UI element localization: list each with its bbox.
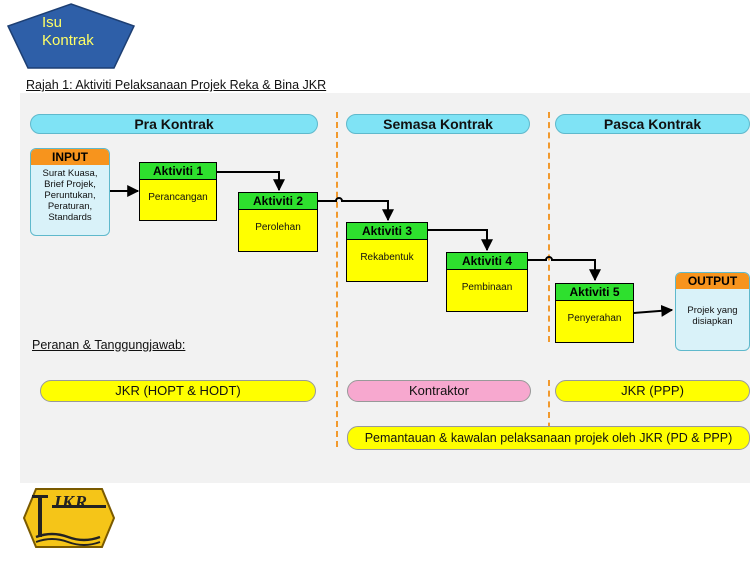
monitoring-bar: Pemantauan & kawalan pelaksanaan projek …: [347, 426, 750, 450]
activity-1-label: Perancangan: [148, 192, 208, 203]
arrow-a1-to-a2: [217, 171, 285, 192]
role-kontraktor: Kontraktor: [347, 380, 531, 402]
input-body: Surat Kuasa, Brief Projek, Peruntukan, P…: [31, 165, 109, 223]
role-jkr-hopt-hodt: JKR (HOPT & HODT): [40, 380, 316, 402]
input-line: Standards: [48, 212, 92, 223]
arrow-a5-to-output: [633, 304, 674, 317]
output-box: OUTPUT Projek yang disiapkan: [675, 272, 750, 351]
input-title: INPUT: [31, 149, 109, 165]
activity-2-box: Aktiviti 2 Perolehan: [238, 192, 318, 252]
activity-3-label: Rekabentuk: [360, 252, 414, 263]
role-jkr-ppp: JKR (PPP): [555, 380, 750, 402]
arrow-a2-to-a3: [318, 197, 394, 222]
activity-5-box: Aktiviti 5 Penyerahan: [555, 283, 634, 343]
input-line: Brief Projek,: [44, 179, 96, 190]
arrow-a3-to-a4: [428, 229, 493, 252]
activity-3-box: Aktiviti 3 Rekabentuk: [346, 222, 428, 282]
activity-4-title: Aktiviti 4: [447, 253, 527, 270]
activity-4-label: Pembinaan: [461, 282, 513, 293]
input-box: INPUT Surat Kuasa, Brief Projek, Peruntu…: [30, 148, 110, 236]
phase-pra-kontrak: Pra Kontrak: [30, 114, 318, 134]
phase-divider: [336, 112, 338, 447]
output-body: Projek yang disiapkan: [676, 289, 749, 327]
output-title: OUTPUT: [676, 273, 749, 289]
output-line: disiapkan: [692, 316, 733, 327]
output-line: Projek yang: [687, 305, 738, 316]
jkr-logo: JKR: [22, 487, 116, 549]
activity-5-title: Aktiviti 5: [556, 284, 633, 301]
input-line: Peruntukan,: [44, 190, 96, 201]
input-line: Surat Kuasa,: [42, 168, 98, 179]
activity-1-title: Aktiviti 1: [140, 163, 216, 180]
phase-divider: [548, 112, 550, 342]
badge-title: Isu Kontrak: [42, 14, 94, 49]
activity-1-box: Aktiviti 1 Perancangan: [139, 162, 217, 221]
phase-semasa-kontrak: Semasa Kontrak: [346, 114, 530, 134]
badge-shape: [6, 3, 136, 69]
activity-2-title: Aktiviti 2: [239, 193, 317, 210]
roles-heading: Peranan & Tanggungjawab:: [32, 338, 186, 352]
jkr-logo-text: JKR: [52, 492, 89, 512]
activity-5-label: Penyerahan: [567, 313, 622, 324]
activity-4-box: Aktiviti 4 Pembinaan: [446, 252, 528, 312]
arrow-a4-to-a5: [528, 256, 601, 282]
jkr-logo-shape: [22, 488, 116, 548]
phase-divider: [548, 380, 550, 450]
activity-3-title: Aktiviti 3: [347, 223, 427, 240]
phase-pasca-kontrak: Pasca Kontrak: [555, 114, 750, 134]
input-line: Peraturan,: [47, 201, 93, 212]
figure-caption: Rajah 1: Aktiviti Pelaksanaan Projek Rek…: [26, 78, 327, 92]
topic-badge: Isu Kontrak: [6, 2, 136, 70]
activity-2-label: Perolehan: [255, 222, 301, 233]
